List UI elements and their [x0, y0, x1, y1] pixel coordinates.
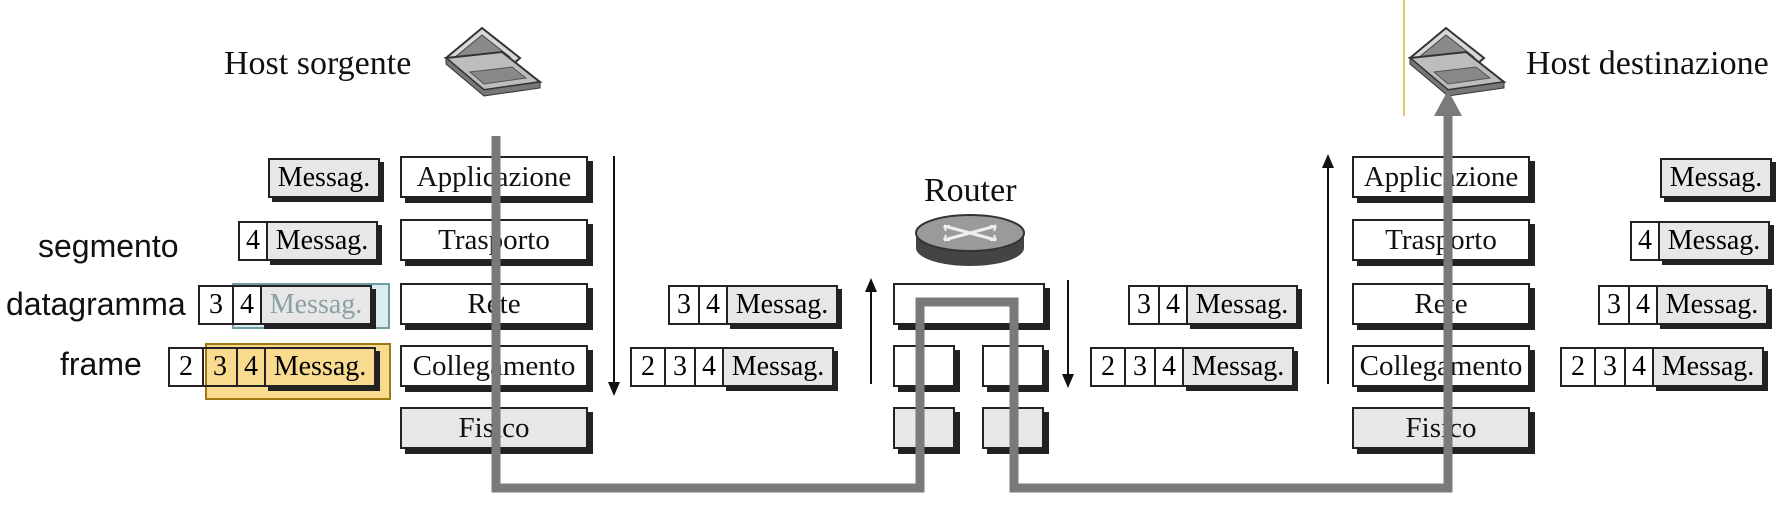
destination-host-label: Host destinazione — [1526, 45, 1769, 82]
dest-layer-transport: Trasporto — [1352, 219, 1530, 261]
network-header-cell: 3 — [1598, 285, 1630, 325]
laptop-icon — [1407, 26, 1507, 97]
router-out-link-packet: 2 3 4 Messag. — [1090, 347, 1294, 387]
laptop-icon — [443, 26, 543, 97]
router-in-link-packet: 2 3 4 Messag. — [630, 347, 834, 387]
source-app-packet: Messag. — [268, 158, 380, 198]
message-cell: Messag. — [1186, 285, 1298, 325]
message-cell: Messag. — [1652, 347, 1764, 387]
network-header-cell: 3 — [198, 285, 234, 325]
source-transport-packet: 4 Messag. — [238, 221, 378, 261]
data-path-arrowhead — [1434, 90, 1462, 116]
dest-link-packet: 2 3 4 Messag. — [1560, 347, 1764, 387]
link-header-cell: 2 — [1560, 347, 1596, 387]
transport-header-cell: 4 — [232, 285, 262, 325]
segment-label: segmento — [38, 228, 179, 264]
dest-layer-network: Rete — [1352, 283, 1530, 325]
router-in-network-packet: 3 4 Messag. — [668, 285, 838, 325]
message-cell: Messag. — [1656, 285, 1768, 325]
dest-transport-packet: 4 Messag. — [1630, 221, 1770, 261]
message-cell: Messag. — [266, 221, 378, 261]
frame-label: frame — [60, 346, 142, 382]
message-cell: Messag. — [1182, 347, 1294, 387]
message-cell: Messag. — [264, 347, 376, 387]
router-out-network-packet: 3 4 Messag. — [1128, 285, 1298, 325]
source-network-packet: 3 4 Messag. — [198, 285, 372, 325]
router-icon — [915, 214, 1025, 266]
message-cell: Messag. — [1660, 158, 1772, 198]
network-header-cell: 3 — [1594, 347, 1626, 387]
message-cell: Messag. — [726, 285, 838, 325]
message-cell: Messag. — [260, 285, 372, 325]
dest-layer-application: Applicazione — [1352, 156, 1530, 198]
dest-app-packet: Messag. — [1660, 158, 1772, 198]
router-label: Router — [924, 172, 1017, 209]
dest-network-packet: 3 4 Messag. — [1598, 285, 1768, 325]
message-cell: Messag. — [268, 158, 380, 198]
link-header-cell: 2 — [1090, 347, 1126, 387]
message-cell: Messag. — [1658, 221, 1770, 261]
transport-header-cell: 4 — [1630, 221, 1660, 261]
data-path — [491, 112, 1453, 493]
source-host-label: Host sorgente — [224, 45, 412, 82]
message-cell: Messag. — [722, 347, 834, 387]
dest-layer-physical: Fisico — [1352, 407, 1530, 449]
datagram-label: datagramma — [6, 286, 186, 322]
dest-layer-link: Collegamento — [1352, 345, 1530, 387]
source-link-packet: 2 3 4 Messag. — [168, 347, 376, 387]
